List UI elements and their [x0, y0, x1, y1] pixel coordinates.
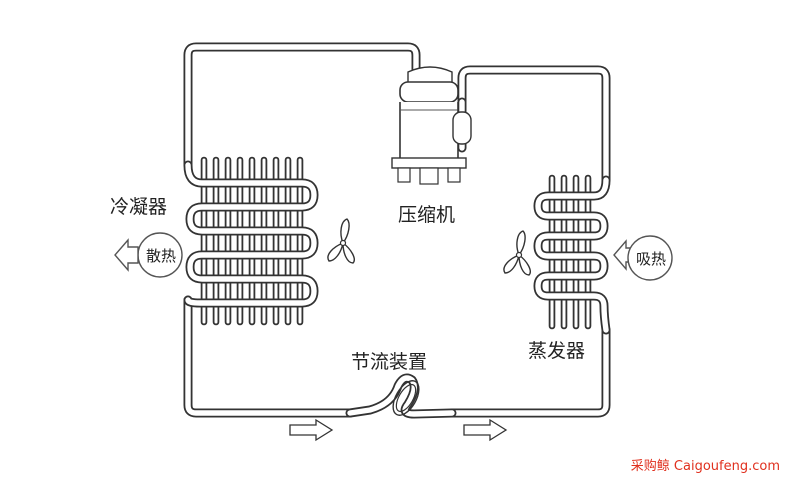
compressor: [391, 66, 472, 185]
evaporator-coil: [533, 174, 611, 335]
condenser-fan-icon: [327, 218, 355, 264]
condenser-label: 冷凝器: [110, 196, 167, 218]
heat-release-label: 散热: [146, 247, 176, 265]
flow-arrow-right: [463, 418, 508, 442]
heat-absorb-indicator: 吸热: [613, 235, 673, 281]
heat-release-indicator: 散热: [114, 232, 183, 278]
compressor-label: 压缩机: [398, 204, 455, 226]
evaporator-label: 蒸发器: [528, 340, 585, 362]
throttle-label: 节流装置: [351, 351, 427, 373]
condenser-coil: [183, 156, 319, 326]
heat-absorb-label: 吸热: [636, 250, 666, 268]
flow-arrow-left: [289, 418, 334, 442]
evaporator-fan-icon: [503, 230, 531, 276]
throttle-device: [345, 373, 457, 419]
watermark-text: 采购鲸 Caigoufeng.com: [630, 459, 780, 474]
refrigerant-loop-pipe: [183, 42, 611, 418]
